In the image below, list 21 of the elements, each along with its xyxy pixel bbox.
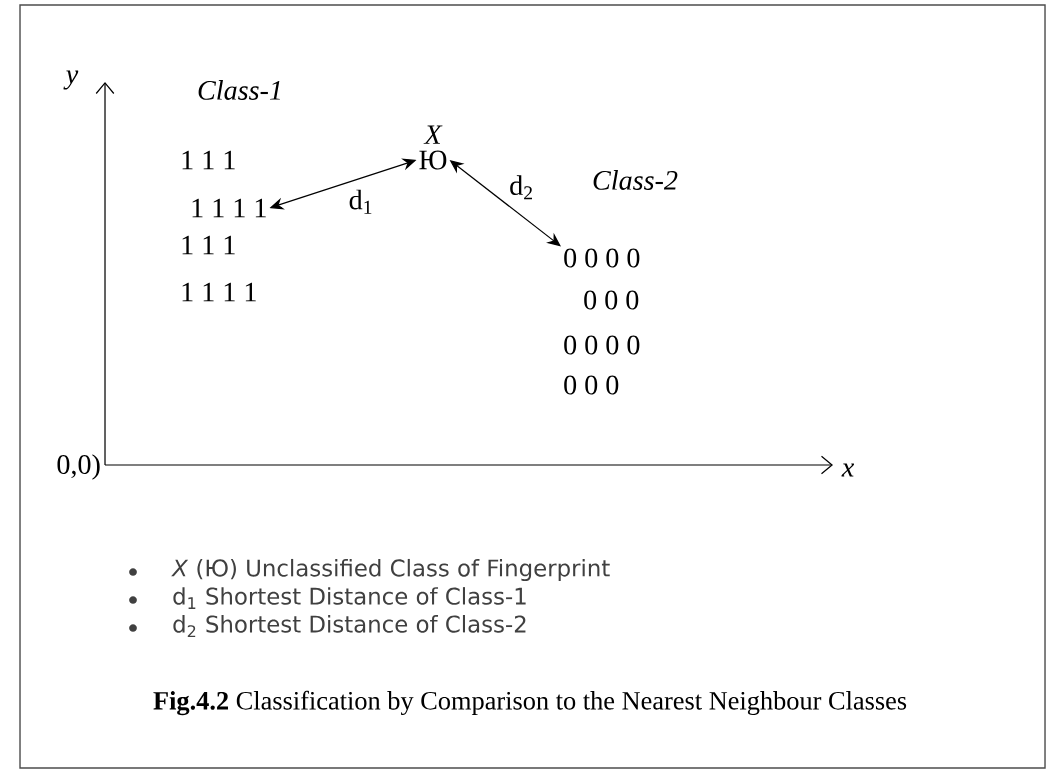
axis-label: y: [63, 70, 79, 90]
digit-row: 0 0 0: [564, 375, 619, 395]
legend-text: X (Ю) Unclassified Class of Fingerprint: [171, 558, 610, 582]
digit-row: 0 0 0 0: [564, 335, 640, 355]
digit-row: 1 1 1 1: [192, 198, 266, 218]
axis-label: x: [841, 463, 855, 477]
point-label: X: [423, 125, 443, 144]
origin-label: 0,0): [57, 454, 100, 480]
point-marker: Ю: [419, 150, 447, 170]
legend-text: d$_{2}$ Shortest Distance of Class-2: [173, 615, 526, 637]
digit-row: 1 1 1 1: [182, 282, 256, 302]
digit-row: 1 1 1: [182, 235, 235, 255]
edge-label: d$_{2}$: [510, 175, 532, 200]
legend-text: d$_{1}$ Shortest Distance of Class-1: [173, 587, 526, 609]
digit-row: 1 1 1: [182, 150, 235, 170]
class-label: Class-2: [593, 170, 678, 190]
caption: Fig.4.2 Classification by Comparison to the Nearest Neighbour Classes: [153, 690, 907, 716]
edge-label: d$_{1}$: [349, 189, 372, 214]
digit-row: 0 0 0 0: [564, 248, 640, 268]
digit-row: 0 0 0: [584, 290, 639, 310]
class-label: Class-1: [198, 80, 280, 100]
